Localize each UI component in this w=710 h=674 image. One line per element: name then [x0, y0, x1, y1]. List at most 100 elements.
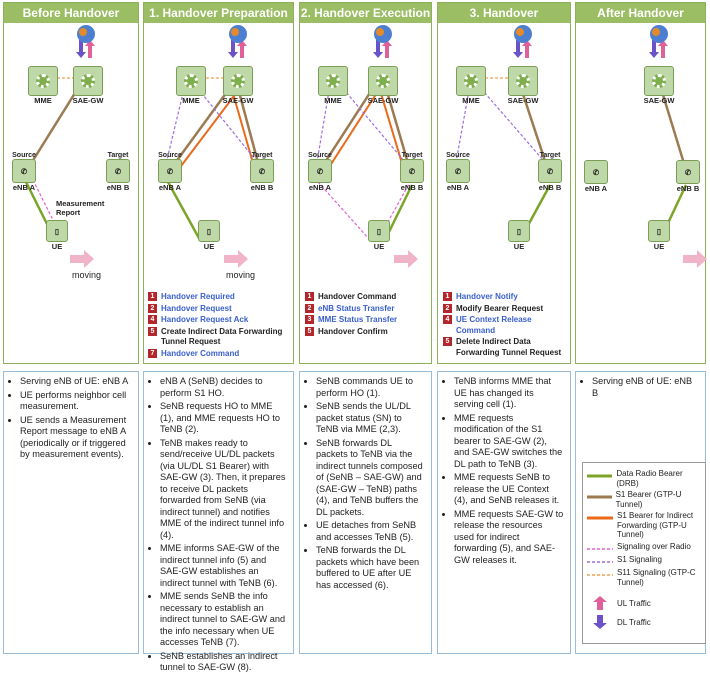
legend-item: Data Radio Bearer (DRB) [587, 469, 705, 488]
legend: Data Radio Bearer (DRB) S1 Bearer (GTP-U… [582, 462, 706, 644]
target-label: Target [539, 152, 561, 159]
node-label: eNB B [250, 183, 274, 192]
node-label: UE [373, 242, 385, 251]
legend-item: S1 Signaling [587, 555, 662, 565]
antenna-icon: ✆ [408, 166, 416, 176]
step-item: 5 Handover Confirm [305, 326, 429, 338]
sae-gw-node: SAE-GW [367, 66, 399, 105]
step-number: 3 [305, 315, 314, 324]
phone-icon: ▯ [516, 226, 522, 236]
gear-icon [231, 74, 245, 88]
step-text: Delete Indirect Data Forwarding Tunnel R… [456, 337, 562, 357]
gear-icon [516, 74, 530, 88]
step-item: 2 Handover Request [148, 303, 290, 315]
note-item: Serving eNB of UE: eNB B [592, 376, 699, 399]
target-enb-node: Target✆eNB B [246, 152, 278, 192]
note-item: MME requests modification of the S1 bear… [454, 413, 564, 471]
antenna-icon: ✆ [114, 166, 122, 176]
legend-label: S1 Bearer (GTP-U Tunnel) [615, 490, 682, 509]
node-label: UE [513, 242, 525, 251]
antenna-icon: ✆ [20, 166, 28, 176]
step-text: Handover Command [318, 292, 397, 301]
step-item: 5 Delete Indirect Data Forwarding Tunnel … [443, 337, 569, 358]
node-label: eNB B [676, 184, 700, 193]
node-label: eNB A [158, 183, 182, 192]
note-item: UE detaches from SeNB and accesses TeNB … [316, 520, 425, 543]
note-item: SeNB forwards DL packets to TeNB via the… [316, 438, 425, 519]
step-text: UE Context Release Command [456, 315, 532, 335]
node-label: UE [653, 242, 665, 251]
source-label: Source [12, 152, 36, 159]
step-text: Modify Bearer Request [456, 303, 544, 313]
gear-icon [36, 74, 50, 88]
panel-title: 2. Handover Execution [300, 3, 431, 23]
target-label: Target [107, 152, 129, 159]
antenna-icon: ✆ [454, 166, 462, 176]
note-item: MME requests SAE-GW to release the resou… [454, 509, 564, 567]
sae-gw-node: SAE-GW [507, 66, 539, 105]
moving-label: moving [72, 270, 102, 280]
ue-node: ▯ UE [506, 220, 532, 251]
notes-preparation: eNB A (SeNB) decides to perform S1 HO. S… [143, 371, 294, 672]
source-enb-node: Source✆eNB A [8, 152, 40, 192]
sae-gw-node: SAE-GW [72, 66, 104, 105]
target-enb-node: Target✆eNB B [396, 152, 428, 192]
node-label: eNB A [308, 183, 332, 192]
note-item: eNB A (SeNB) decides to perform S1 HO. [160, 376, 287, 399]
node-label: eNB A [446, 183, 470, 192]
node-label: MME [182, 96, 200, 105]
note-item: MME sends SeNB the info necessary to est… [160, 591, 287, 649]
source-enb-node: Source ✆ eNB A [442, 152, 474, 192]
step-text: Handover Confirm [318, 326, 388, 336]
legend-label: Signaling over Radio [617, 542, 691, 551]
legend-label: Data Radio Bearer (DRB) [616, 469, 683, 488]
node-label: eNB A [584, 184, 608, 193]
target-label: Target [251, 152, 273, 159]
node-label: SAE-GW [222, 96, 254, 105]
step-number: 2 [148, 303, 157, 313]
note-item: TeNB forwards the DL packets which have … [316, 545, 425, 591]
node-label: eNB B [106, 183, 130, 192]
ue-node: ▯ UE [646, 220, 672, 251]
note-item: SeNB sends the UL/DL packet status (SN) … [316, 401, 425, 436]
gear-icon [326, 74, 340, 88]
source-label: Source [446, 152, 470, 159]
step-number: 2 [305, 303, 314, 313]
step-text: Handover Request [161, 303, 232, 313]
panel-title: 1. Handover Preparation [144, 3, 293, 23]
note-item: Serving eNB of UE: eNB A [20, 376, 132, 388]
mme-node: MME [318, 66, 348, 105]
mme-node: MME [456, 66, 486, 105]
panel-completion: 3. Handover Completion [437, 2, 571, 364]
legend-label: S11 Signaling (GTP-C Tunnel) [617, 568, 696, 587]
node-label: MME [34, 96, 52, 105]
node-label: SAE-GW [507, 96, 539, 105]
phone-icon: ▯ [54, 226, 60, 236]
sae-gw-node: SAE-GW [643, 66, 675, 105]
step-number: 5 [305, 326, 314, 336]
legend-item: S1 Bearer (GTP-U Tunnel) [587, 490, 705, 509]
node-label: SAE-GW [367, 96, 399, 105]
gear-icon [376, 74, 390, 88]
notes-completion: TeNB informs MME that UE has changed its… [437, 371, 571, 654]
step-number: 5 [443, 337, 452, 346]
legend-item: S1 Bearer for Indirect Forwarding (GTP-U… [587, 511, 703, 540]
legend-item: UL Traffic [587, 596, 651, 610]
note-item: SeNB commands UE to perform HO (1). [316, 376, 425, 399]
step-number: 4 [148, 315, 157, 324]
step-text: Handover Notify [456, 292, 518, 301]
enb-b-node: ✆eNB B [672, 160, 704, 193]
legend-item: S11 Signaling (GTP-C Tunnel) [587, 568, 703, 587]
phone-icon: ▯ [656, 226, 662, 236]
step-item: 2 Modify Bearer Request [443, 303, 569, 315]
node-label: eNB B [538, 183, 562, 192]
step-number: 2 [443, 303, 452, 313]
